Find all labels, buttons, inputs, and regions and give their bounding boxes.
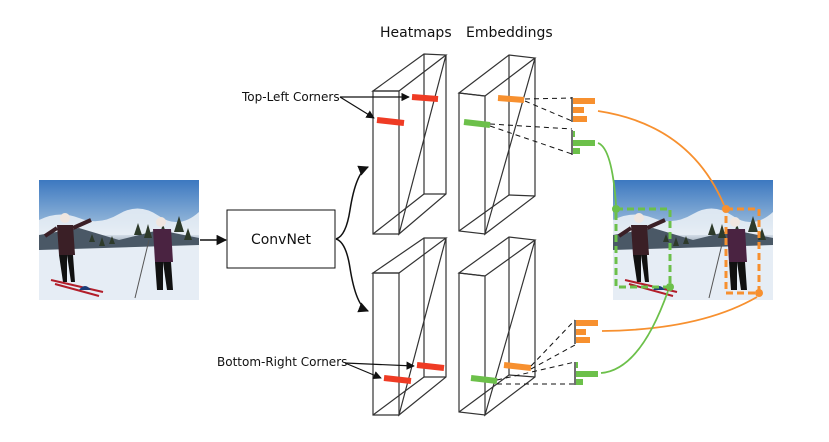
top-green-group-curve (597, 142, 617, 206)
top-orange-embedding-bars (571, 97, 595, 122)
top-left-corners-label: Top-Left Corners (241, 90, 340, 104)
top-left-heatmap-mark-2 (376, 117, 405, 126)
bottom-orange-group-curve (601, 296, 758, 332)
bottom-right-arrow-2 (344, 362, 382, 379)
green-top-left-dot (612, 205, 620, 213)
convnet-to-bottom-heatmap-arrow (335, 238, 369, 313)
orange-bottom-right-dot (755, 289, 763, 297)
bottom-right-embedding-green (470, 375, 498, 384)
bottom-green-embedding-bars (574, 362, 598, 385)
bottom-green-group-curve (600, 290, 669, 374)
green-bottom-right-dot (666, 283, 674, 291)
top-orange-group-curve (597, 110, 725, 206)
bottom-right-arrow-1 (344, 361, 415, 370)
convnet-to-top-heatmap-arrow (335, 165, 369, 240)
top-left-heatmap-mark-1 (411, 94, 439, 102)
bottom-right-heatmap-mark-2 (383, 375, 412, 384)
top-heatmap-volume (371, 53, 448, 236)
output-image (611, 178, 775, 302)
bottom-right-corners-label: Bottom-Right Corners (217, 355, 347, 369)
bottom-right-heatmap-mark-1 (416, 362, 445, 371)
bottom-orange-embedding-bars (574, 320, 598, 344)
green-detection-box (614, 207, 672, 289)
input-image (37, 178, 201, 302)
top-embedding-projections (489, 97, 573, 155)
convnet-label: ConvNet (251, 232, 312, 248)
embeddings-header: Embeddings (466, 25, 553, 41)
convnet-box (226, 209, 336, 269)
orange-top-left-dot (722, 205, 730, 213)
top-embedding-volume (457, 54, 537, 236)
top-left-embedding-green (463, 119, 491, 128)
bottom-heatmap-volume (371, 237, 448, 417)
bottom-embedding-volume (457, 236, 537, 417)
top-left-arrow-2 (339, 96, 375, 119)
bottom-embedding-projections (496, 319, 576, 385)
top-green-embedding-bars (571, 130, 595, 155)
heatmaps-header: Heatmaps (380, 25, 452, 41)
orange-detection-box (724, 207, 761, 295)
top-left-embedding-orange (497, 95, 525, 103)
bottom-right-embedding-orange (503, 362, 532, 371)
